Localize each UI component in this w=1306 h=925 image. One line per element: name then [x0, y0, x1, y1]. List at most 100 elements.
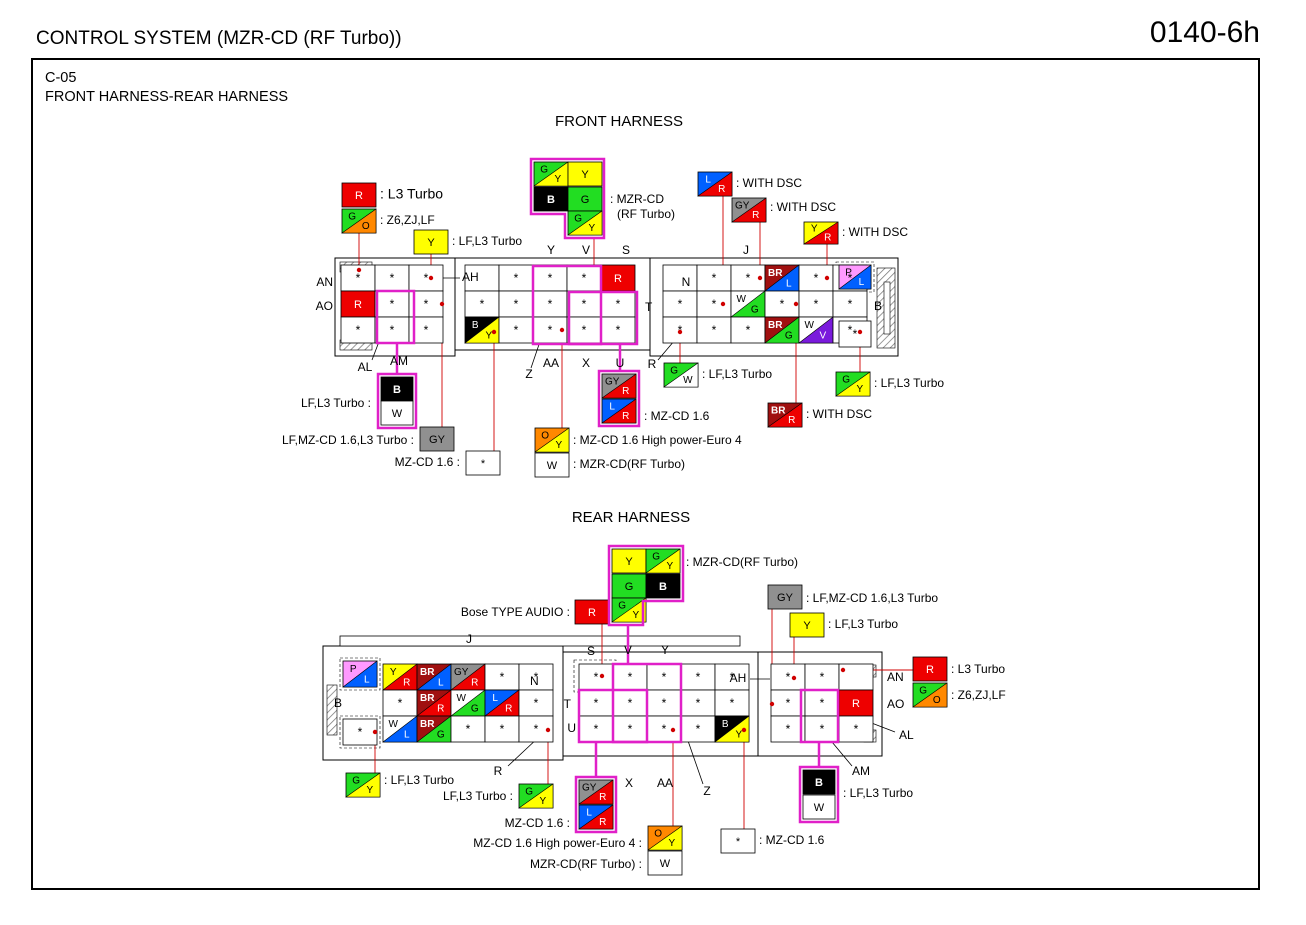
- rear-pin-text2: Y: [735, 729, 742, 740]
- front-pin-text: *: [746, 323, 751, 337]
- front-callout-swatch-split: [802, 221, 839, 245]
- front-callout-swatch-text2: O: [362, 221, 370, 232]
- front-callout-label: : L3 Turbo: [380, 186, 443, 202]
- front-highlight: [375, 289, 416, 345]
- rear-callout-label: : MZ-CD 1.6: [759, 833, 825, 847]
- front-pin-label: U: [616, 356, 625, 370]
- front-callout-swatch-text: *: [481, 458, 486, 470]
- rear-pin: [578, 663, 614, 691]
- rear-callout-label: : Z6,ZJ,LF: [951, 688, 1006, 702]
- rear-pin-text1: GY: [454, 667, 469, 678]
- rear-pin-text1: L: [492, 693, 498, 704]
- rear-callout-swatch: [647, 850, 683, 876]
- rear-pin-text: *: [730, 696, 735, 710]
- front-callout-swatch-split: [601, 373, 637, 399]
- rear-callout-swatch-text: GY: [777, 592, 794, 604]
- front-callout-label: : Z6,ZJ,LF: [380, 213, 435, 227]
- front-pin-split: [838, 264, 872, 290]
- front-pin-label: X: [582, 356, 590, 370]
- rear-highlight: [577, 688, 649, 744]
- rear-callout-swatch-text1: G: [652, 551, 660, 562]
- front-callout-label: : MZR-CD: [610, 192, 664, 206]
- front-pin-text: R: [354, 299, 362, 311]
- front-pin-text: *: [480, 297, 485, 311]
- rear-callout-swatch-split: [345, 772, 381, 798]
- front-callout-label: : MZ-CD 1.6: [644, 409, 710, 423]
- rear-pin: [518, 689, 554, 717]
- front-pin-label: AL: [358, 360, 373, 374]
- front-pin-label: N: [682, 275, 691, 289]
- front-pin-text: *: [548, 271, 553, 285]
- wire-dot: [428, 275, 434, 281]
- front-pin: [374, 264, 410, 292]
- front-callout-swatch-text2: R: [718, 184, 725, 195]
- front-pin-text: *: [582, 323, 587, 337]
- rear-pin-label: AM: [852, 764, 870, 778]
- rear-callout-swatch-text2: Y: [666, 561, 673, 572]
- rear-pin: [612, 663, 648, 691]
- front-pin-text1: W: [804, 320, 814, 331]
- rear-pin-frame: [339, 715, 381, 749]
- front-callout-swatch-text1: Y: [811, 224, 818, 235]
- rear-pin: [804, 663, 840, 691]
- front-pin-label: V: [582, 243, 590, 257]
- front-callout-label: : MZR-CD(RF Turbo): [573, 457, 685, 471]
- front-pin-text: *: [390, 297, 395, 311]
- wire-dot: [791, 675, 797, 681]
- front-pin-text1: BR: [768, 320, 783, 331]
- front-callout-swatch-text2: R: [752, 210, 759, 221]
- rear-callout-swatch-text: *: [736, 836, 741, 848]
- rear-callout-swatch-split: [647, 825, 683, 851]
- rear-pin-label: AO: [887, 697, 904, 711]
- front-pin-text: *: [514, 323, 519, 337]
- rear-pin: [770, 715, 806, 743]
- rear-pin-empty: [838, 663, 874, 691]
- rear-pin-text: *: [628, 670, 633, 684]
- front-callout-label: : WITH DSC: [842, 225, 908, 239]
- front-pin-text: *: [848, 323, 853, 337]
- rear-callout-swatch-text1: GY: [582, 782, 597, 793]
- rear-callout-swatch-text1: G: [919, 685, 927, 696]
- rear-pin: [714, 689, 750, 717]
- front-pin-text: *: [848, 297, 853, 311]
- front-callout-swatch-text2: R: [824, 232, 831, 243]
- rear-pin-label: T: [564, 697, 572, 711]
- rear-pin-text: *: [500, 722, 505, 736]
- front-pin-label: AA: [543, 356, 559, 370]
- wire-dot: [741, 727, 747, 733]
- rear-pin-text: *: [820, 670, 825, 684]
- front-callout-swatch-split: [601, 398, 637, 424]
- rear-callout-swatch-split: [611, 597, 647, 623]
- front-callout-swatch-text: GY: [429, 434, 446, 446]
- rear-callout-label: Bose TYPE AUDIO :: [461, 605, 570, 619]
- front-pin: [798, 290, 834, 318]
- front-pin-text2: V: [819, 330, 826, 341]
- front-callout-swatch-text1: GY: [605, 376, 620, 387]
- front-pin: [340, 290, 376, 318]
- diagram-frame: [31, 58, 1260, 890]
- rear-pin-split: [342, 660, 378, 688]
- rear-callout-swatch: [789, 612, 825, 638]
- rear-callout-swatch-split: [578, 804, 614, 830]
- rear-pin: [714, 663, 750, 691]
- front-callout-swatch-text: B: [393, 384, 401, 396]
- front-callout-label: : LF,L3 Turbo: [874, 376, 944, 390]
- wire-dot: [769, 701, 775, 707]
- front-pin: [340, 316, 376, 344]
- wire-dot: [757, 275, 763, 281]
- front-callout-swatch-text2: R: [622, 411, 629, 422]
- front-callout-swatch-split: [835, 371, 871, 397]
- rear-pin-label: X: [625, 776, 633, 790]
- front-callout-swatch: [413, 229, 449, 255]
- rear-callout-swatch-text1: L: [586, 807, 592, 818]
- rear-callout-outline: [607, 544, 685, 627]
- rear-callout-swatch-split: [645, 548, 681, 574]
- rear-pin-label: S: [587, 644, 595, 658]
- rear-callout-label: MZ-CD 1.6 :: [505, 816, 570, 830]
- front-callout-swatch-text: W: [392, 408, 403, 420]
- front-callout-outline: [529, 157, 606, 240]
- rear-callout-swatch: [611, 573, 647, 599]
- rear-pin: [770, 689, 806, 717]
- rear-pin-text: *: [696, 722, 701, 736]
- front-pin-text: *: [746, 271, 751, 285]
